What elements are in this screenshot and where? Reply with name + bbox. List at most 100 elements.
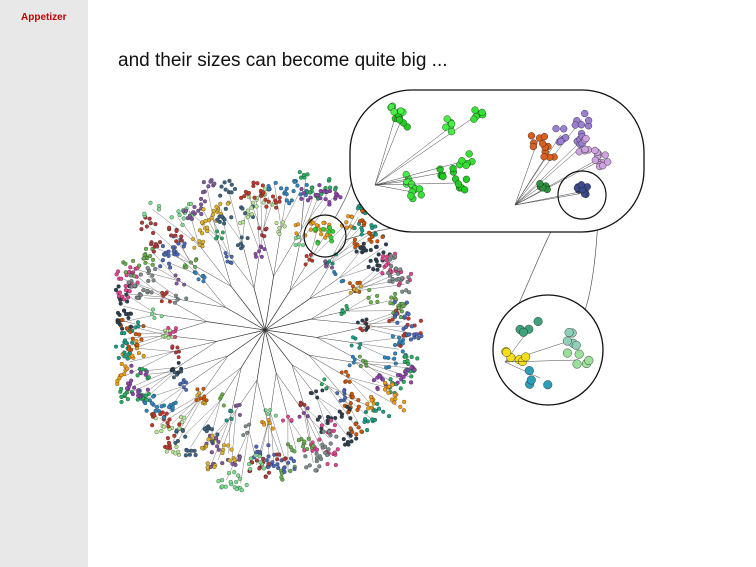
tree-node [159,404,164,409]
tree-node [317,437,322,442]
tree-node [349,439,354,444]
tree-node [405,358,410,363]
tree-branch [309,277,340,299]
tree-node [396,276,401,281]
tree-branch [299,196,305,243]
tree-node [368,395,374,400]
tree-node [188,201,194,206]
zoom-node [471,106,479,114]
tree-node [409,380,414,385]
tree-node [261,456,266,461]
tree-node [191,237,196,242]
tree-node [130,336,135,341]
tree-node [327,429,332,434]
tree-node [309,391,314,396]
tree-node [122,308,127,313]
tree-node [344,379,349,384]
tree-node [150,262,155,267]
tree-node [144,408,149,413]
zoom-circle-outline [492,294,604,406]
tree-node [250,200,256,205]
tree-node [339,414,344,419]
tree-node [170,344,175,349]
tree-branch [216,329,266,342]
tree-node [152,413,157,418]
tree-node [345,307,350,311]
tree-node [265,412,270,416]
tree-node [209,427,214,432]
tree-node [247,422,252,427]
zoom-edge [514,157,602,206]
tree-node [415,356,420,361]
tree-node [382,355,387,360]
tree-node [309,185,314,190]
tree-branch [299,198,333,243]
zoom-node [502,347,512,357]
tree-node [366,406,371,411]
tree-node [211,208,216,213]
tree-node [408,337,413,342]
tree-node [392,393,397,398]
tree-node [402,314,407,319]
tree-node [235,243,240,248]
tree-node [401,333,406,338]
tree-node [296,235,301,240]
tree-branch [339,265,377,279]
tree-branch [223,216,243,243]
tree-node [393,266,399,271]
tree-node [397,339,402,344]
tree-node [266,461,271,466]
tree-node [244,482,249,487]
tree-node [128,329,133,334]
tree-node [331,428,336,433]
tree-node [348,401,353,406]
tree-node [398,315,403,320]
tree-node [248,456,253,461]
tree-branch [253,288,266,331]
tree-node [416,336,421,341]
tree-node [392,400,397,405]
tree-node [146,375,151,380]
tree-node [219,184,224,189]
tree-node [182,241,187,246]
tree-node [240,206,245,211]
tree-branch [206,321,266,331]
tree-node [189,448,194,453]
tree-node [371,378,376,383]
tree-branch [326,385,352,408]
tree-branch [316,337,356,344]
zoom-edge [374,160,466,186]
tree-branch [354,362,407,368]
tree-node [153,408,158,413]
tree-node [174,293,178,298]
tree-node [122,392,127,397]
tree-branch [275,372,305,413]
tree-node [138,292,143,298]
tree-node [365,325,370,330]
tree-node [115,269,121,274]
tree-node [343,395,348,400]
tree-node [353,422,358,427]
tree-node [220,478,225,483]
tree-node [157,240,163,245]
tree-node [128,324,134,329]
tree-node [369,234,374,239]
tree-node [220,461,225,466]
tree-node [212,181,217,186]
tree-node [117,290,122,295]
tree-node [378,374,383,379]
tree-node [226,443,231,448]
tree-node [286,414,290,419]
tree-node [122,354,127,359]
zoom-node [390,108,398,116]
tree-node [400,349,405,354]
tree-node [130,353,135,358]
tree-node [119,361,124,366]
tree-node [149,312,154,316]
tree-node [156,207,161,212]
tree-node [153,222,158,227]
tree-node [175,252,180,257]
tree-branch [342,395,382,412]
tree-node [143,260,148,265]
tree-node [151,278,156,283]
